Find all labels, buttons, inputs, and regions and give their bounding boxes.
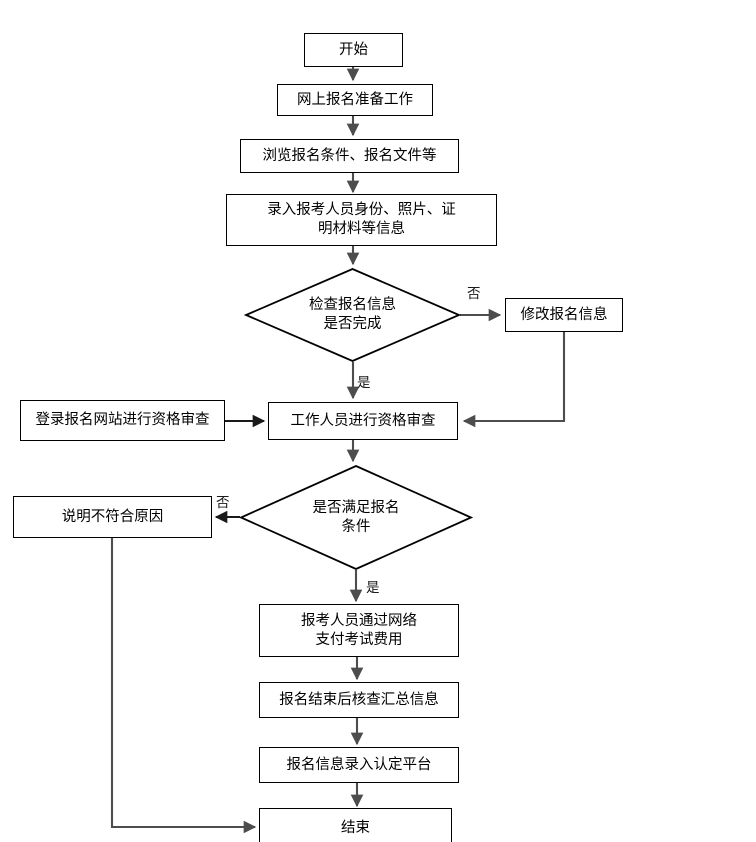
node-check-done[interactable]: 检查报名信息 是否完成 — [243, 268, 462, 362]
node-verify-sum[interactable]: 报名结束后核查汇总信息 — [259, 682, 459, 718]
edge-label-checkdone-yes: 是 — [357, 375, 371, 391]
node-staff-review-label: 工作人员进行资格审查 — [290, 412, 436, 429]
node-meet-cond-label: 是否满足报名 条件 — [312, 499, 400, 535]
edge-explain-to-end — [110, 538, 257, 834]
node-enter-info[interactable]: 录入报考人员身份、照片、证 明材料等信息 — [226, 194, 497, 246]
node-prepare[interactable]: 网上报名准备工作 — [277, 84, 433, 116]
node-upload-platform-label: 报名信息录入认定平台 — [286, 756, 432, 773]
edge-label-meetcond-no: 否 — [216, 495, 230, 511]
node-enter-info-label: 录入报考人员身份、照片、证 明材料等信息 — [267, 202, 456, 237]
node-login-site[interactable]: 登录报名网站进行资格审查 — [20, 400, 225, 441]
node-login-site-label: 登录报名网站进行资格审查 — [35, 412, 210, 429]
node-browse[interactable]: 浏览报名条件、报名文件等 — [240, 139, 459, 173]
edge-modify-to-staffreview — [462, 332, 566, 428]
node-modify-info-label: 修改报名信息 — [520, 306, 608, 323]
meet-cond-diamond-shape — [238, 465, 474, 570]
node-explain[interactable]: 说明不符合原因 — [13, 496, 212, 538]
node-verify-sum-label: 报名结束后核查汇总信息 — [279, 691, 439, 708]
node-end-label: 结束 — [341, 819, 370, 836]
edge-label-meetcond-yes: 是 — [366, 580, 380, 596]
edge-label-checkdone-no: 否 — [467, 286, 481, 302]
node-pay-fee-label: 报考人员通过网络 支付考试费用 — [301, 612, 417, 648]
node-browse-label: 浏览报名条件、报名文件等 — [262, 147, 437, 164]
node-explain-label: 说明不符合原因 — [61, 508, 164, 525]
node-staff-review[interactable]: 工作人员进行资格审查 — [268, 402, 458, 440]
node-check-done-label: 检查报名信息 是否完成 — [309, 297, 396, 332]
node-start-label: 开始 — [339, 41, 368, 58]
node-modify-info[interactable]: 修改报名信息 — [505, 298, 623, 332]
node-pay-fee[interactable]: 报考人员通过网络 支付考试费用 — [259, 604, 459, 657]
node-end[interactable]: 结束 — [259, 808, 452, 842]
node-start[interactable]: 开始 — [304, 33, 403, 67]
check-done-diamond-shape — [243, 268, 462, 362]
node-upload-platform[interactable]: 报名信息录入认定平台 — [259, 747, 459, 783]
node-meet-cond[interactable]: 是否满足报名 条件 — [238, 465, 474, 570]
node-prepare-label: 网上报名准备工作 — [297, 91, 413, 108]
